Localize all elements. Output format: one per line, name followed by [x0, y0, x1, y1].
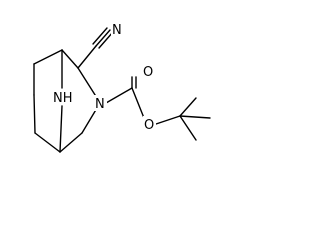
atom-label-ring-n: N — [95, 97, 105, 112]
atom-label-carbonyl-o: O — [143, 65, 153, 80]
bond-cn-triple-1 — [95, 29, 111, 47]
atom-labels: N NH N O O — [52, 22, 156, 133]
bond-c2-c3 — [61, 49, 79, 69]
bond-c3-cn — [77, 45, 97, 69]
bond-group-nitrile — [77, 27, 114, 69]
atom-label-ester-o: O — [144, 118, 154, 133]
bond-group-boc — [105, 76, 211, 141]
bond-cq-me-top — [179, 97, 197, 117]
bond-c3-n — [77, 67, 98, 99]
bond-c4-c5 — [59, 132, 83, 153]
bond-cq-me-right — [179, 115, 211, 119]
bond-nh-c5 — [59, 105, 63, 153]
bond-cn-triple-3 — [98, 31, 114, 49]
bond-cn-triple-2 — [92, 27, 108, 45]
bond-carbonyl-ester-o — [131, 87, 145, 119]
bond-c5-c6 — [34, 132, 61, 153]
bond-group-rings — [33, 49, 98, 153]
chemical-structure: N NH N O O — [33, 22, 211, 153]
bond-n-carbonyl — [105, 87, 133, 104]
bond-ester-o-cq — [155, 115, 181, 125]
atom-label-bridge-nh: NH — [53, 91, 73, 106]
bond-c6-c7 — [33, 94, 36, 134]
bond-cq-me-bottom — [179, 115, 197, 141]
atom-label-nitrile-n: N — [112, 23, 122, 38]
bond-n-c4 — [81, 107, 98, 134]
bond-c1-c2 — [33, 49, 63, 65]
